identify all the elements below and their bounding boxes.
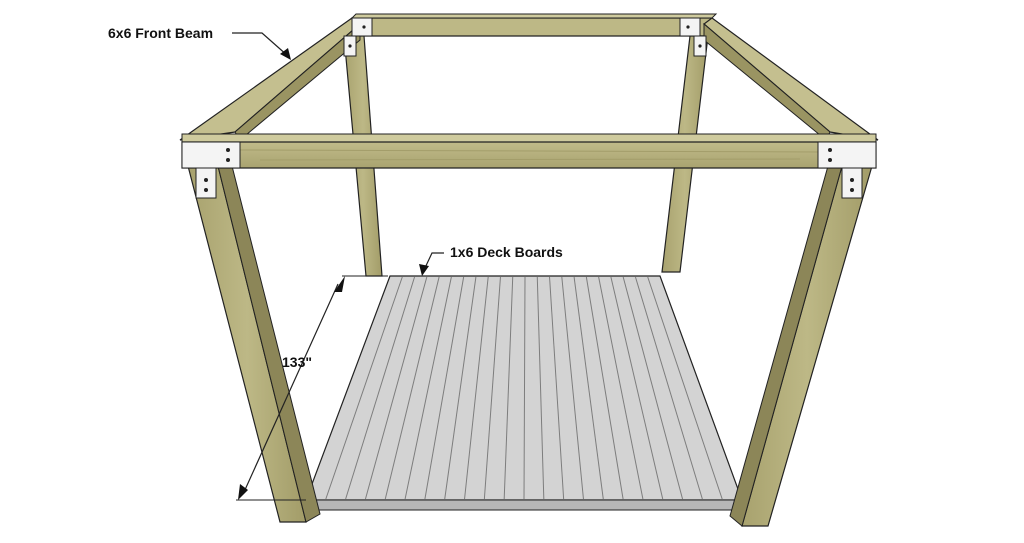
- deck-board-seam: [325, 276, 403, 500]
- dimension-label: 133": [282, 354, 312, 370]
- dimension-133: 133": [236, 275, 388, 501]
- deck-boards-label: 1x6 Deck Boards: [450, 244, 563, 260]
- deck-board-lines: [325, 276, 723, 500]
- bracket-back-right: [679, 17, 707, 57]
- deck-boards-arrow: [419, 264, 429, 276]
- callout-deck-boards: 1x6 Deck Boards: [419, 244, 563, 276]
- deck-board-seam: [384, 276, 440, 500]
- deck-board-seam: [622, 276, 684, 500]
- dimension-arrow-bottom: [238, 484, 248, 500]
- deck-board-seam: [464, 276, 489, 500]
- deck-board-seam: [573, 276, 604, 500]
- deck-board-seam: [483, 276, 501, 500]
- deck-board-seam: [404, 276, 452, 500]
- deck-board-seam: [598, 276, 644, 500]
- deck-board-seam: [634, 276, 703, 500]
- front-beam: [181, 133, 877, 169]
- deck-board-seam: [345, 276, 416, 500]
- front-beam-arrow: [280, 48, 291, 60]
- deck-board-seam: [503, 276, 514, 500]
- deck-platform: [305, 275, 743, 511]
- bracket-front-left: [181, 141, 241, 199]
- deck-board-seam: [444, 276, 477, 500]
- deck-board-seam: [549, 276, 565, 500]
- deck-board-seam: [647, 276, 723, 500]
- deck-board-seam: [536, 276, 545, 500]
- right-side-beam: [703, 17, 879, 141]
- front-right-post: [729, 165, 873, 527]
- bracket-back-left: [343, 17, 373, 57]
- deck-board-seam: [585, 276, 624, 500]
- bracket-front-right: [817, 141, 877, 199]
- deck-board-seam: [610, 276, 664, 500]
- deck-board-seam: [523, 276, 526, 500]
- dimension-arrow-top: [334, 276, 345, 292]
- callout-front-beam: 6x6 Front Beam: [108, 25, 291, 60]
- deck-board-seam: [364, 276, 428, 500]
- deck-board-seam: [424, 276, 465, 500]
- deck-board-seam: [561, 276, 584, 500]
- back-beam: [350, 13, 718, 37]
- front-beam-label: 6x6 Front Beam: [108, 25, 213, 41]
